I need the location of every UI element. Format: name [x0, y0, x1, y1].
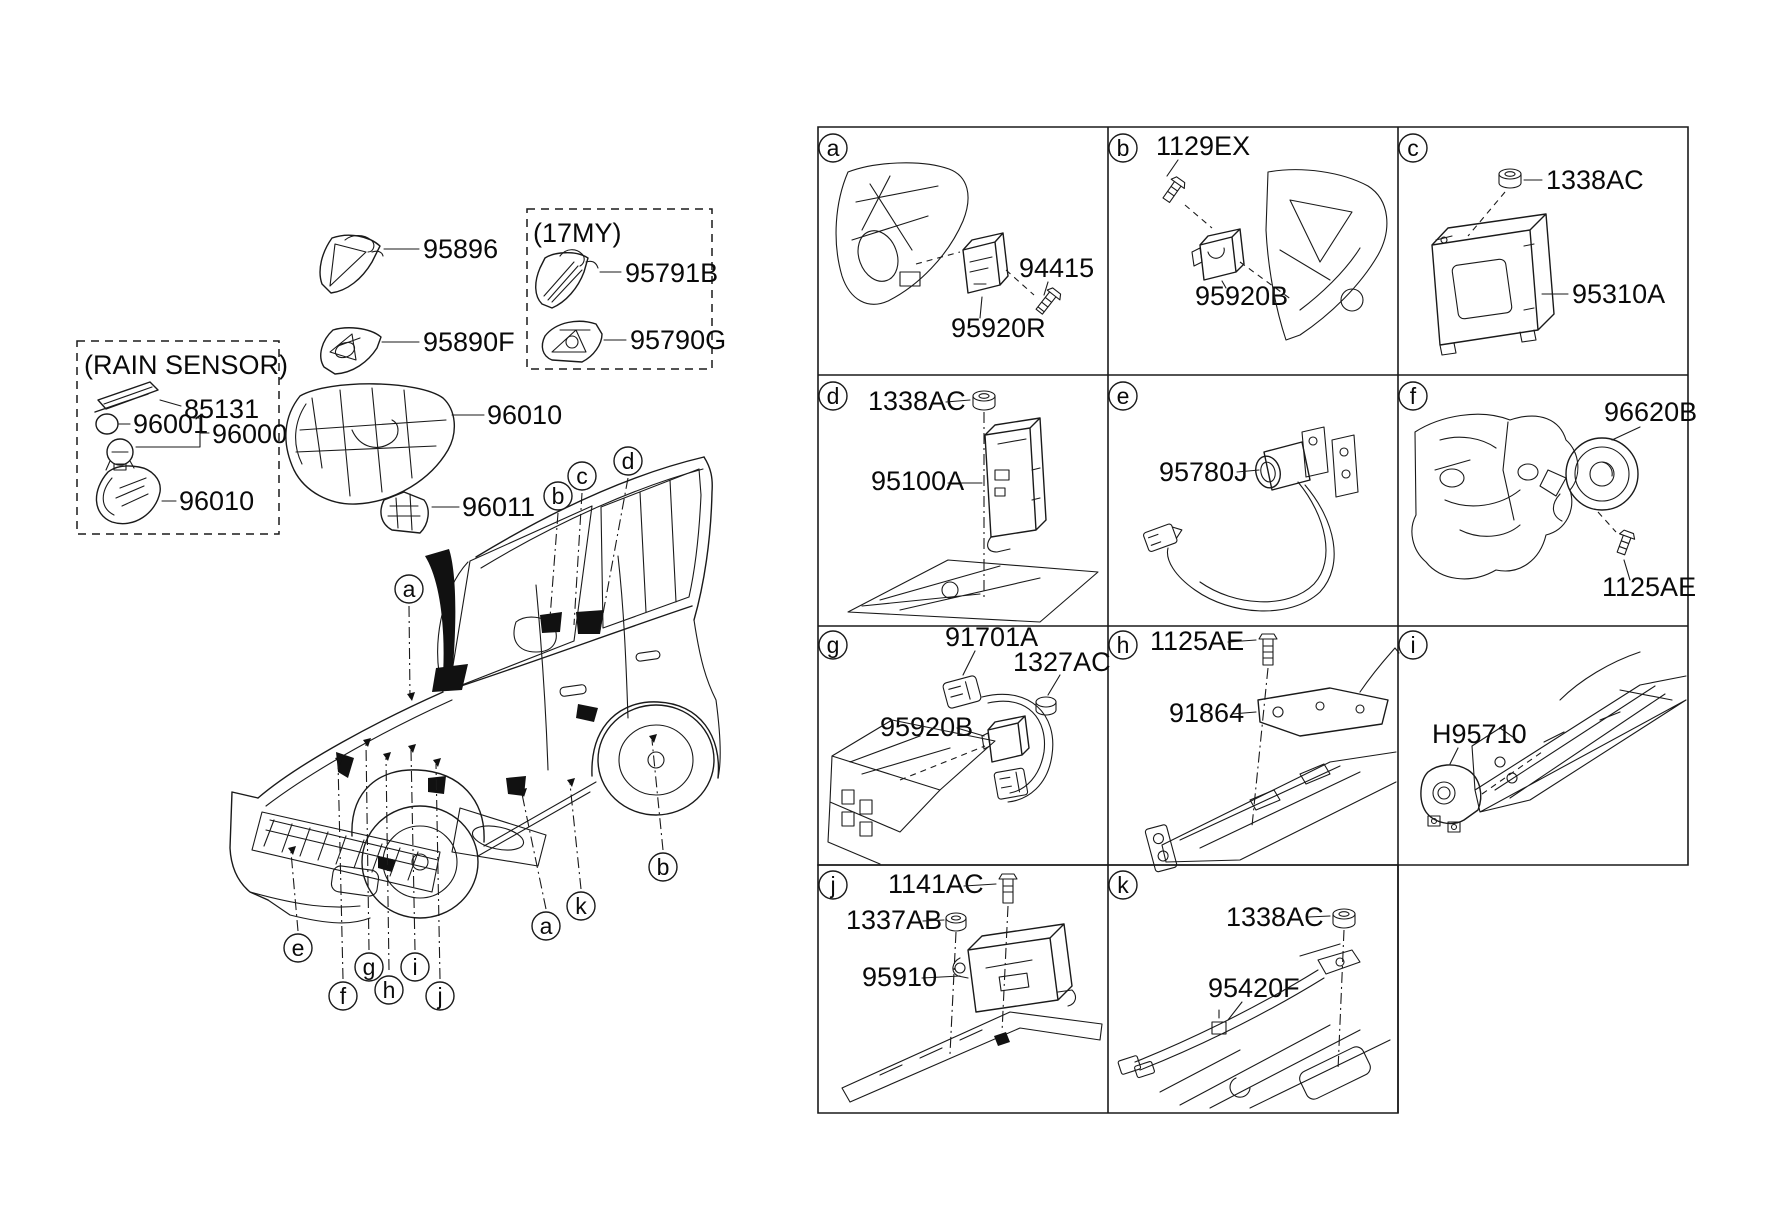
callout-g: g [354, 952, 384, 982]
cell-letter: c [1407, 135, 1419, 161]
cell-letter: h [1117, 632, 1130, 658]
grid-cell-h: h 1125AE 91864 [1108, 626, 1400, 873]
callout-letter: j [436, 983, 442, 1009]
callout-letter: h [383, 977, 396, 1003]
callout-h: h [374, 975, 404, 1005]
parts-grid: a 94415 95920R b 1129EX [817, 126, 1697, 1114]
callout-i: i [400, 952, 430, 982]
part-label-95890F: 95890F [423, 327, 515, 357]
car-illustration: a b c d e f g h i j a k b [229, 446, 721, 1011]
cell-j-part-95910: 95910 [862, 962, 937, 992]
grid-cell-g: g 91701A 1327AC 95920B [818, 622, 1111, 865]
callout-letter: b [657, 854, 670, 880]
part-label-96011: 96011 [462, 492, 535, 522]
grid-cell-a: a 94415 95920R [818, 133, 1094, 343]
grid-cell-d: d 1338AC 95100A [818, 381, 1099, 623]
cell-letter: d [827, 383, 840, 409]
cell-letter: b [1117, 135, 1130, 161]
grid-cell-i: i H95710 [1398, 630, 1687, 833]
callout-letter: c [576, 463, 588, 489]
callout-e: e [283, 933, 313, 963]
cell-i-part-H95710: H95710 [1432, 719, 1527, 749]
callout-letter: b [552, 483, 565, 509]
part-label-85131: 85131 [184, 394, 259, 424]
grid-cell-e: e 95780J [1108, 381, 1359, 612]
cell-b-part-1129EX: 1129EX [1156, 131, 1250, 161]
cell-g-part-1327AC: 1327AC [1013, 647, 1111, 677]
console-96010-group: 96010 96011 [285, 383, 562, 534]
part-label-96010-rain: 96010 [179, 486, 254, 516]
grid-cell-f: f 96620B 1125AE [1398, 381, 1697, 602]
callout-f: f [328, 981, 358, 1011]
part-label-95896: 95896 [423, 234, 498, 264]
cell-d-part-95100A: 95100A [871, 466, 964, 496]
my17-box: (17MY) 95791B 95790G [526, 208, 726, 370]
part-95890F-group: 95890F [320, 327, 515, 375]
cell-letter: j [829, 872, 835, 898]
rain-sensor-box: (RAIN SENSOR) 85131 96001 96000 96010 [76, 340, 288, 535]
cell-k-part-95420F: 95420F [1208, 973, 1300, 1003]
cell-h-part-91864: 91864 [1169, 698, 1244, 728]
callout-letter: i [412, 954, 417, 980]
cell-letter: a [827, 135, 840, 161]
cell-letter: i [1410, 632, 1415, 658]
cell-j-part-1337AB: 1337AB [846, 905, 942, 935]
cell-a-part-94415: 94415 [1019, 253, 1094, 283]
part-label-96010-console: 96010 [487, 400, 562, 430]
rain-sensor-title: (RAIN SENSOR) [84, 350, 288, 380]
cell-j-part-1141AC: 1141AC [888, 869, 984, 899]
cell-c-part-95310A: 95310A [1572, 279, 1665, 309]
callout-letter: g [363, 954, 376, 980]
cell-h-part-1125AE: 1125AE [1150, 626, 1244, 656]
callout-letter: d [622, 448, 635, 474]
part-label-96001: 96001 [133, 409, 208, 439]
cell-f-part-96620B: 96620B [1604, 397, 1697, 427]
cell-a-part-95920R: 95920R [951, 313, 1046, 343]
callout-letter: k [575, 893, 587, 919]
cell-d-part-1338AC: 1338AC [868, 386, 966, 416]
cell-g-part-91701A: 91701A [945, 622, 1038, 652]
cell-f-part-1125AE: 1125AE [1602, 572, 1696, 602]
my17-title: (17MY) [533, 218, 622, 248]
part-label-95791B: 95791B [625, 258, 718, 288]
cell-letter: e [1117, 383, 1130, 409]
callout-letter: a [540, 913, 553, 939]
part-label-96000: 96000 [212, 419, 287, 449]
cell-k-part-1338AC: 1338AC [1226, 902, 1324, 932]
cell-e-part-95780J: 95780J [1159, 457, 1248, 487]
grid-cell-k: k 1338AC 95420F [1108, 870, 1391, 1109]
part-label-95790G: 95790G [630, 325, 726, 355]
callout-a-top: a [394, 574, 424, 604]
grid-cell-j: j 1141AC 1337AB 95910 [818, 869, 1103, 1103]
callout-letter: a [403, 576, 416, 602]
cell-letter: g [827, 632, 840, 658]
cell-letter: k [1117, 872, 1129, 898]
callout-a-bottom: a [531, 911, 561, 941]
callout-b-bottom: b [648, 852, 678, 882]
cell-c-part-1338AC: 1338AC [1546, 165, 1644, 195]
grid-cell-c: c 1338AC 95310A [1398, 133, 1665, 356]
callout-letter: f [340, 983, 347, 1009]
callout-d-top: d [613, 446, 643, 476]
callout-b-top: b [543, 481, 573, 511]
part-95896-group: 95896 [319, 234, 498, 294]
callout-letter: e [292, 935, 305, 961]
grid-cell-b: b 1129EX 95920B [1108, 131, 1388, 341]
callout-k: k [566, 891, 596, 921]
callout-c-top: c [567, 461, 597, 491]
a-pillar-garnish-blob [425, 549, 456, 691]
cell-letter: f [1410, 383, 1417, 409]
callout-j: j [425, 981, 455, 1011]
